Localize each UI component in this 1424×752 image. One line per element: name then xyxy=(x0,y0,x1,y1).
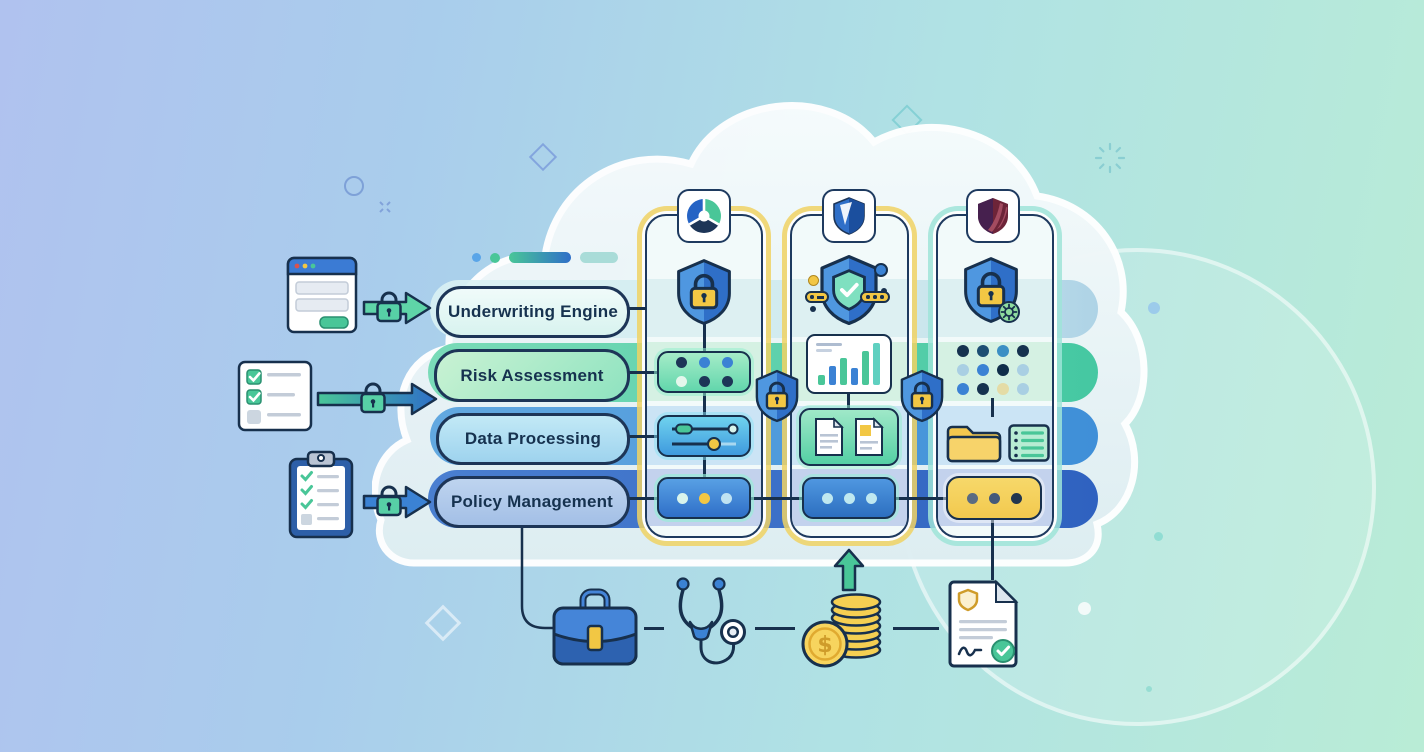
shield-check-icon xyxy=(820,254,878,326)
connector-line xyxy=(644,627,664,630)
blue-lock-arrow-icon xyxy=(362,485,432,519)
dot-decoration xyxy=(808,275,819,286)
connector-line xyxy=(624,371,660,374)
browser-form-icon xyxy=(286,256,358,334)
progress-dot-blue xyxy=(472,253,481,262)
connector-line xyxy=(624,497,950,500)
list-icon xyxy=(1008,424,1050,462)
elbow-connector xyxy=(520,524,553,630)
connector-line xyxy=(847,394,850,409)
clipboard-icon xyxy=(288,450,354,539)
module-label: Policy Management xyxy=(450,492,614,511)
progress-dot-green xyxy=(490,252,500,263)
module-label: Underwriting Engine xyxy=(447,302,619,321)
stethoscope-icon xyxy=(676,577,746,665)
connector-line xyxy=(624,435,660,438)
burst-sparkle-decoration xyxy=(1094,142,1126,174)
progress-bar-teal xyxy=(580,252,618,263)
coins-icon: $ xyxy=(801,593,882,668)
shield-lock-icon xyxy=(899,368,945,424)
module-pill-data: Data Processing xyxy=(436,413,630,465)
module-label: Risk Assessment xyxy=(460,365,604,385)
folder-icon xyxy=(946,425,1002,463)
dot-decoration xyxy=(810,306,816,312)
green-lock-arrow-icon xyxy=(362,291,432,325)
connector-line xyxy=(624,307,646,310)
key-pill-icon xyxy=(805,291,829,303)
column-logo-card xyxy=(822,189,876,243)
gradient-lock-arrow-icon xyxy=(316,382,438,416)
code-pill-icon xyxy=(860,291,890,303)
blue-shield-logo-icon xyxy=(833,197,865,235)
briefcase-icon xyxy=(552,588,638,666)
checklist-icon xyxy=(237,360,313,432)
connector-line xyxy=(991,520,994,580)
progress-indicator xyxy=(472,252,618,263)
ellipsis-icon xyxy=(946,476,1042,520)
module-pill-risk: Risk Assessment xyxy=(434,349,630,402)
bar-chart-icon xyxy=(806,334,892,394)
connector-line xyxy=(703,324,706,352)
progress-bar-gradient xyxy=(509,252,571,263)
gear-badge-icon xyxy=(998,301,1020,323)
connector-line xyxy=(755,627,795,630)
status-dots-icon xyxy=(657,351,751,393)
ellipsis-icon xyxy=(657,477,751,519)
column-logo-card xyxy=(966,189,1020,243)
dot-decoration xyxy=(874,263,888,277)
dollar-sign: $ xyxy=(817,633,832,658)
column-logo-card xyxy=(677,189,731,243)
dot-matrix-icon xyxy=(957,345,1029,395)
trefoil-logo-icon xyxy=(687,199,721,233)
circle-decoration xyxy=(344,176,364,196)
module-label: Data Processing xyxy=(464,429,602,448)
connector-line xyxy=(991,398,994,417)
cross-sparkle-decoration xyxy=(379,201,391,213)
connector-line xyxy=(703,457,706,478)
module-pill-underwriting: Underwriting Engine xyxy=(436,286,630,338)
connector-line xyxy=(703,393,706,417)
ellipsis-icon xyxy=(802,477,896,519)
diamond-decoration xyxy=(424,604,462,642)
shield-lock-icon xyxy=(754,368,800,424)
up-arrow-icon xyxy=(833,548,865,592)
connector-line xyxy=(893,627,939,630)
documents-icon xyxy=(799,408,899,466)
sliders-icon xyxy=(657,415,751,457)
maroon-shield-logo-icon xyxy=(978,198,1008,234)
signed-policy-icon xyxy=(948,579,1019,668)
module-pill-policy: Policy Management xyxy=(434,476,630,528)
shield-lock-icon xyxy=(675,258,733,326)
